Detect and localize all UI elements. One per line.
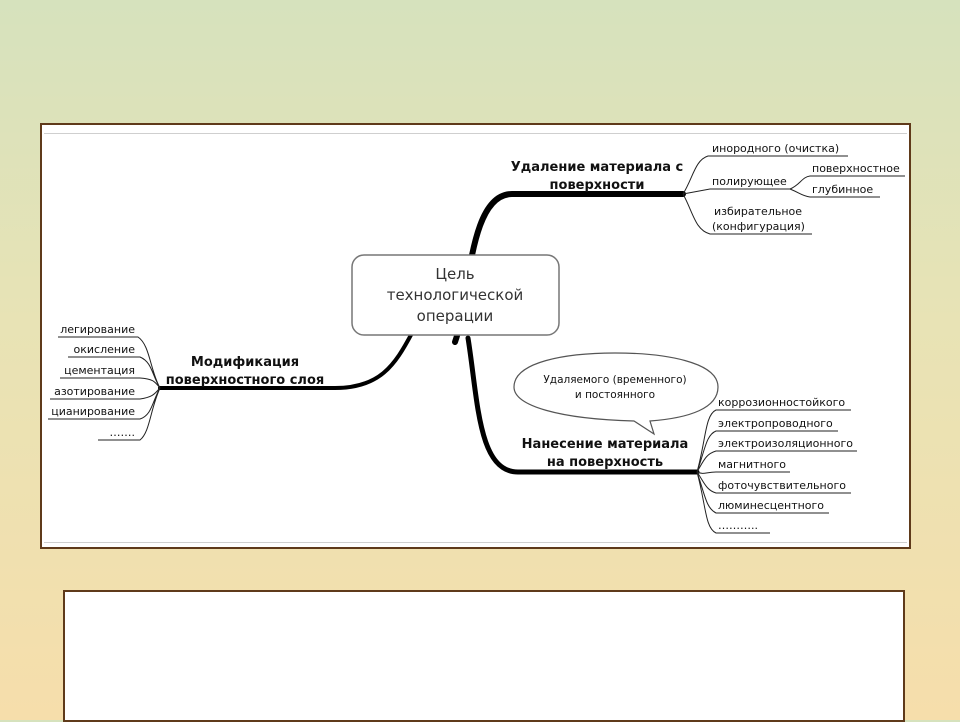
removal-selective-1: избирательное	[714, 205, 802, 218]
deposition-subconnectors	[696, 409, 857, 534]
deposition-item-5: фоточувствительного	[718, 479, 846, 492]
deposition-title-2: на поверхность	[547, 455, 663, 470]
deposition-title-1: Нанесение материала	[522, 437, 689, 452]
removal-selective-2: (конфигурация)	[712, 220, 805, 233]
deposition-item-6: люминесцентного	[718, 499, 824, 512]
deposition-item-4: магнитного	[718, 458, 786, 471]
removal-title-2: поверхности	[550, 178, 645, 193]
empty-text-box	[63, 590, 905, 722]
center-line-1: Цель	[435, 265, 474, 283]
modification-item-1: легирование	[60, 323, 135, 336]
modification-item-5: цианирование	[51, 405, 135, 418]
deposition-item-1: коррозионностойкого	[718, 396, 845, 409]
callout-bubble	[513, 352, 719, 436]
modification-title-1: Модификация	[191, 355, 299, 370]
connector-center-modification	[158, 331, 414, 390]
polishing-subconnectors	[789, 175, 905, 198]
connector-center-deposition	[465, 335, 700, 475]
removal-title-1: Удаление материала с	[511, 160, 684, 175]
modification-item-3: цементация	[64, 364, 135, 377]
callout-line-1: Удаляемого (временного)	[543, 374, 686, 386]
deposition-item-3: электроизоляционного	[718, 437, 853, 450]
modification-item-2: окисление	[74, 343, 136, 356]
modification-item-6: …….	[110, 426, 136, 439]
center-node	[351, 254, 560, 336]
removal-polishing: полирующее	[712, 175, 787, 188]
modification-subconnectors	[48, 336, 161, 441]
diagram-inner-border	[44, 133, 907, 543]
diagram-frame	[40, 123, 911, 549]
modification-item-4: азотирование	[54, 385, 135, 398]
deposition-item-2: электропроводного	[718, 417, 833, 430]
callout-line-2: и постоянного	[575, 389, 655, 401]
removal-deep: глубинное	[812, 183, 873, 196]
removal-subconnectors	[682, 155, 848, 235]
removal-surface: поверхностное	[812, 162, 900, 175]
deposition-item-7: ………..	[718, 519, 758, 532]
center-line-3: операции	[417, 307, 494, 325]
modification-title-2: поверхностного слоя	[166, 373, 324, 388]
removal-foreign: инородного (очистка)	[712, 142, 839, 155]
center-line-2: технологической	[387, 286, 524, 304]
